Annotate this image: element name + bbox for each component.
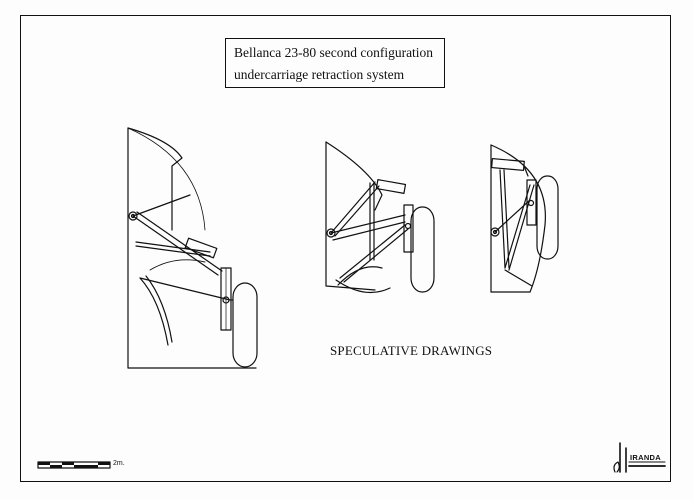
- caption-speculative: SPECULATIVE DRAWINGS: [330, 343, 493, 358]
- drawing-intermediate-gear: [325, 141, 435, 294]
- drawing-extended-gear: [127, 127, 258, 369]
- drawing-retracted-gear: [490, 144, 559, 293]
- scale-bar-label: 2m.: [113, 460, 125, 467]
- drawing-border: [20, 15, 671, 482]
- title-line-2: undercarriage retraction system: [234, 67, 405, 82]
- title-box: Bellanca 23-80 second configuration unde…: [225, 38, 445, 88]
- title-line-1: Bellanca 23-80 second configuration: [234, 45, 434, 60]
- signature-text: IRANDA: [630, 453, 661, 462]
- signature-logo: [613, 442, 666, 473]
- scale-bar: [37, 461, 111, 469]
